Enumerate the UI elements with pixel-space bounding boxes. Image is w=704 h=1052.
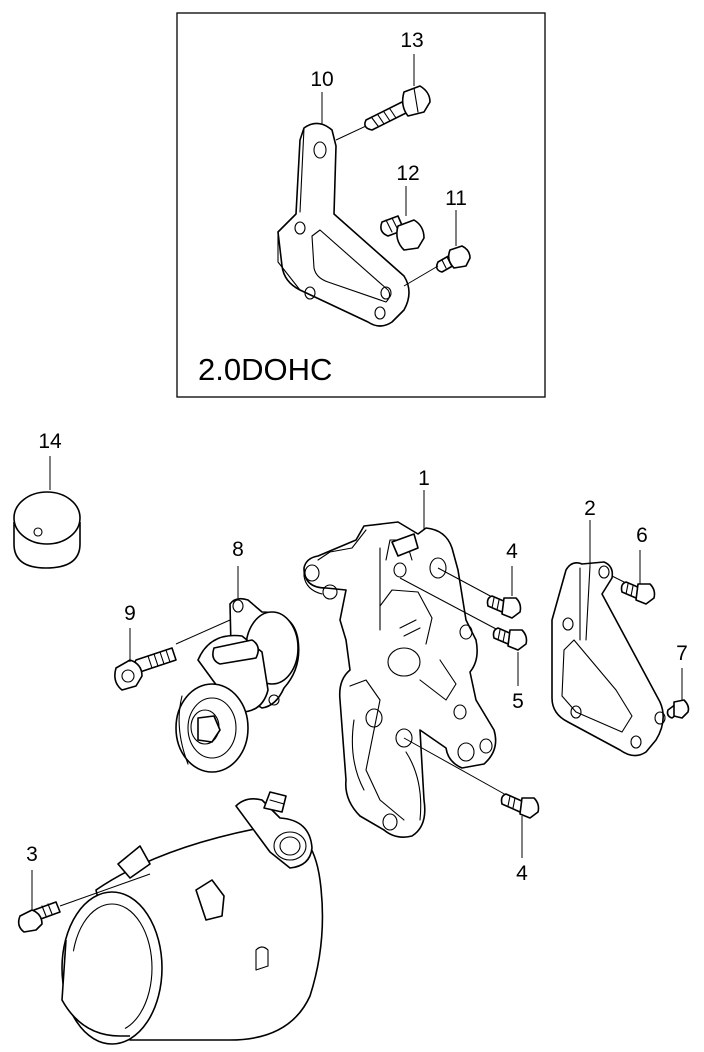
part-13-bolt bbox=[364, 85, 431, 131]
callout-12: 12 bbox=[396, 162, 419, 185]
callout-2: 2 bbox=[584, 497, 596, 520]
variant-label: 2.0DOHC bbox=[198, 352, 332, 387]
part-4-bolt-upper bbox=[486, 566, 522, 619]
part-3-bolt bbox=[17, 870, 61, 933]
callout-4-upper: 4 bbox=[506, 540, 518, 563]
callout-13: 13 bbox=[400, 29, 423, 52]
callout-3: 3 bbox=[26, 843, 38, 866]
compressor bbox=[59, 791, 324, 1045]
callout-9: 9 bbox=[124, 602, 136, 625]
callout-14: 14 bbox=[38, 430, 62, 453]
part-1-bracket bbox=[303, 490, 497, 838]
callout-10: 10 bbox=[310, 68, 333, 91]
part-2-bracket bbox=[551, 520, 666, 757]
part-12-bolt bbox=[380, 215, 425, 251]
callout-11: 11 bbox=[445, 187, 467, 210]
part-9-bolt bbox=[114, 619, 231, 691]
inset-panel bbox=[176, 12, 546, 398]
part-6-bolt bbox=[620, 550, 656, 605]
callout-8: 8 bbox=[232, 538, 244, 561]
part-14-pulley-cap bbox=[13, 456, 81, 569]
callout-5: 5 bbox=[512, 690, 524, 713]
callout-6: 6 bbox=[636, 524, 648, 547]
part-5-bolt bbox=[492, 627, 528, 686]
part-10-bracket bbox=[277, 122, 410, 327]
part-8-tensioner bbox=[175, 566, 300, 773]
callout-1: 1 bbox=[418, 467, 430, 490]
part-11-bolt bbox=[435, 245, 471, 273]
callout-7: 7 bbox=[676, 642, 688, 665]
callout-4-lower: 4 bbox=[516, 862, 528, 885]
part-4-bolt-lower bbox=[500, 793, 540, 858]
part-7-bolt bbox=[666, 668, 690, 719]
inset-frame bbox=[176, 12, 546, 398]
